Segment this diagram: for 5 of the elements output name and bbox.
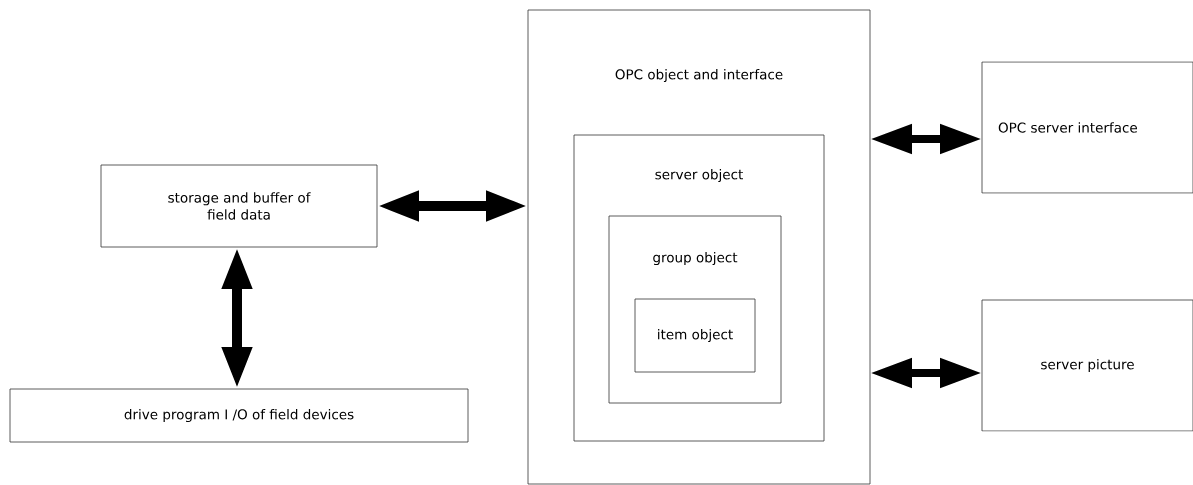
box: storage and buffer of field data (100, 164, 378, 248)
box: server picture (981, 299, 1193, 432)
box: OPC server interface (981, 61, 1193, 194)
nested-box: item object (634, 298, 756, 373)
box: drive program I /O of field devices (9, 388, 469, 443)
